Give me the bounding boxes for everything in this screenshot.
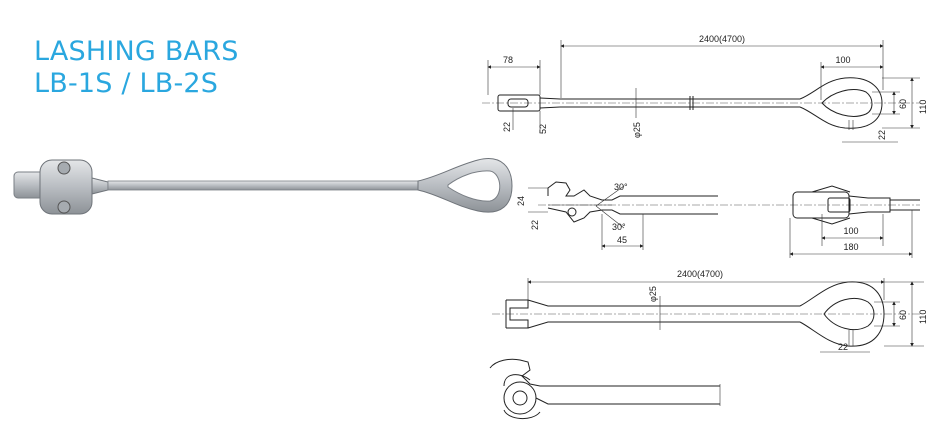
- dim-24: 24: [516, 196, 526, 206]
- dim-110-top: 110: [918, 100, 928, 114]
- dim-180: 180: [843, 242, 858, 252]
- product-title: LASHING BARS LB-1S / LB-2S: [34, 36, 239, 100]
- dim-60-bottom: 60: [898, 310, 908, 320]
- dim-52: 52: [538, 124, 548, 134]
- dim-110-bottom: 110: [918, 310, 928, 324]
- dim-22-right-top: 22: [877, 130, 887, 140]
- dim-78: 78: [503, 55, 513, 65]
- drawing-bottom: 2400(4700) φ25 110 60 22: [489, 269, 928, 419]
- drawing-middle: 30° 30° 24 22 45 100 180: [516, 181, 920, 258]
- angle-30-bottom: 30°: [612, 222, 626, 232]
- dim-45: 45: [617, 235, 627, 245]
- dim-22-left-top: 22: [502, 122, 512, 132]
- drawing-top: 2400(4700) 100 78 110 60 22 22 52 φ25: [482, 34, 928, 143]
- dim-phi25-top: φ25: [632, 122, 642, 138]
- lashing-bar-photo: [13, 158, 513, 215]
- dim-22-bottom: 22: [838, 342, 848, 352]
- dim-100-top: 100: [835, 55, 850, 65]
- angle-30-top: 30°: [614, 182, 628, 192]
- dim-100-mid: 100: [843, 226, 858, 236]
- dim-22-mid: 22: [530, 220, 540, 230]
- dim-length-bottom: 2400(4700): [677, 269, 723, 279]
- title-line-1: LASHING BARS: [34, 36, 239, 67]
- dim-phi25-bottom: φ25: [648, 286, 658, 302]
- dim-length-top: 2400(4700): [699, 34, 745, 44]
- dim-60-top: 60: [898, 99, 908, 109]
- title-line-2: LB-1S / LB-2S: [34, 68, 219, 99]
